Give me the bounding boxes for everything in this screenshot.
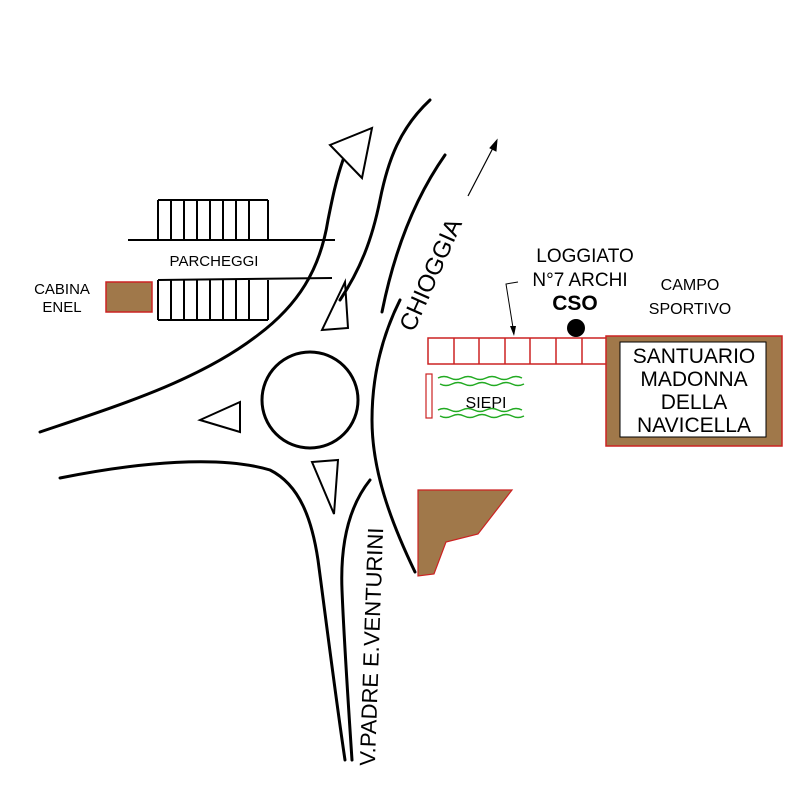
loggiato-label-line2: N°7 ARCHI bbox=[532, 270, 627, 291]
santuario-label-line1: SANTUARIO bbox=[633, 345, 756, 368]
loggiato-pointer-head bbox=[510, 326, 516, 336]
parking-stalls-upper bbox=[157, 199, 269, 240]
loggiato: LOGGIATO N°7 ARCHI bbox=[427, 246, 634, 365]
road-edge-center bbox=[380, 153, 447, 314]
road-edge-west-top bbox=[38, 158, 345, 434]
santuario-label-box bbox=[619, 341, 767, 438]
loggiato-pointer bbox=[505, 281, 519, 335]
roundabout bbox=[260, 350, 360, 450]
brown-plot bbox=[417, 489, 514, 577]
santuario-label-line2: MADONNA bbox=[640, 368, 747, 391]
traffic-island bbox=[197, 400, 241, 434]
loggiato-arches bbox=[427, 337, 609, 365]
hedges: SIEPI bbox=[425, 373, 525, 419]
hedge-row bbox=[437, 407, 523, 413]
road-edge-east-lower bbox=[340, 478, 372, 762]
parking-stalls-lower bbox=[157, 280, 269, 321]
cso-point bbox=[567, 319, 585, 337]
road-edge-west-bottom bbox=[58, 460, 347, 762]
loggiato-label-line1: LOGGIATO bbox=[536, 246, 634, 267]
cabina-label-line1: CABINA bbox=[34, 281, 90, 298]
cabina-enel: CABINA ENEL bbox=[34, 281, 153, 316]
hedge-post bbox=[425, 373, 433, 419]
chioggia-direction: CHIOGGIA bbox=[394, 138, 498, 335]
hedges-label: SIEPI bbox=[466, 395, 507, 412]
direction-arrow-head bbox=[489, 138, 498, 152]
direction-arrow-shaft bbox=[467, 145, 495, 197]
hedge-row bbox=[437, 375, 523, 381]
campo-sportivo: CAMPO SPORTIVO bbox=[649, 277, 731, 318]
traffic-island bbox=[310, 458, 340, 515]
santuario: SANTUARIO MADONNA DELLA NAVICELLA bbox=[605, 335, 783, 447]
traffic-islands bbox=[197, 126, 374, 515]
campo-label-line1: CAMPO bbox=[661, 277, 720, 294]
parking-area: PARCHEGGI bbox=[128, 199, 335, 321]
cabina-label-line2: ENEL bbox=[42, 299, 81, 316]
traffic-island bbox=[328, 126, 374, 181]
parking-label: PARCHEGGI bbox=[170, 253, 259, 270]
campo-label-line2: SPORTIVO bbox=[649, 301, 731, 318]
hedge-row bbox=[439, 413, 525, 419]
cabina-enel-building bbox=[105, 281, 153, 313]
street-label: V.PADRE E.VENTURINI bbox=[355, 527, 388, 766]
parking-access-road bbox=[157, 277, 333, 281]
traffic-island bbox=[320, 278, 350, 332]
cso-marker: CSO bbox=[552, 292, 598, 337]
hedge-row bbox=[439, 381, 525, 387]
cso-label: CSO bbox=[552, 292, 598, 315]
road-edge-inner-left bbox=[338, 98, 432, 302]
road-edge-east bbox=[370, 298, 417, 574]
santuario-label-line4: NAVICELLA bbox=[637, 414, 751, 437]
santuario-label-line3: DELLA bbox=[661, 391, 728, 414]
road-network bbox=[38, 98, 447, 762]
